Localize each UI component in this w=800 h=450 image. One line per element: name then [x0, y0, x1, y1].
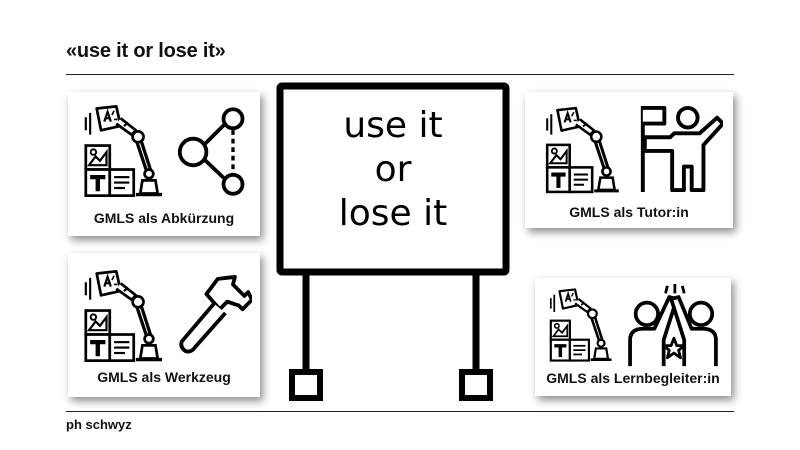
high-five-icon — [628, 284, 718, 367]
card-caption: GMLS als Werkzeug — [97, 369, 231, 385]
board-line: lose it — [338, 193, 448, 234]
hammer-icon — [179, 275, 252, 354]
card-caption: GMLS als Tutor:in — [569, 204, 689, 220]
tutor-person-flag-icon — [640, 105, 723, 193]
board-line: use it — [343, 105, 443, 146]
card-abkuerzung[interactable]: GMLS als Abkürzung — [68, 92, 260, 236]
card-caption: GMLS als Lernbegleiter:in — [546, 370, 720, 386]
bottom-divider — [66, 411, 734, 412]
slide-title: «use it or lose it» — [66, 40, 226, 62]
robot-arm-icon — [549, 288, 613, 362]
board-line: or — [374, 149, 412, 190]
top-divider — [66, 74, 734, 75]
robot-arm-icon — [84, 269, 164, 363]
board-text: use it or lose it — [284, 104, 502, 236]
share-nodes-icon — [177, 107, 245, 196]
robot-arm-icon — [84, 104, 164, 198]
robot-arm-icon — [545, 106, 621, 194]
footer-label: ph schwyz — [66, 417, 132, 432]
card-werkzeug[interactable]: GMLS als Werkzeug — [68, 253, 260, 397]
whiteboard-frame-icon — [276, 82, 510, 401]
whiteboard: use it or lose it — [276, 82, 510, 406]
card-tutorin[interactable]: GMLS als Tutor:in — [525, 92, 733, 228]
card-caption: GMLS als Abkürzung — [93, 210, 235, 226]
card-lernbegleiterin[interactable]: GMLS als Lernbegleiter:in — [535, 278, 731, 396]
